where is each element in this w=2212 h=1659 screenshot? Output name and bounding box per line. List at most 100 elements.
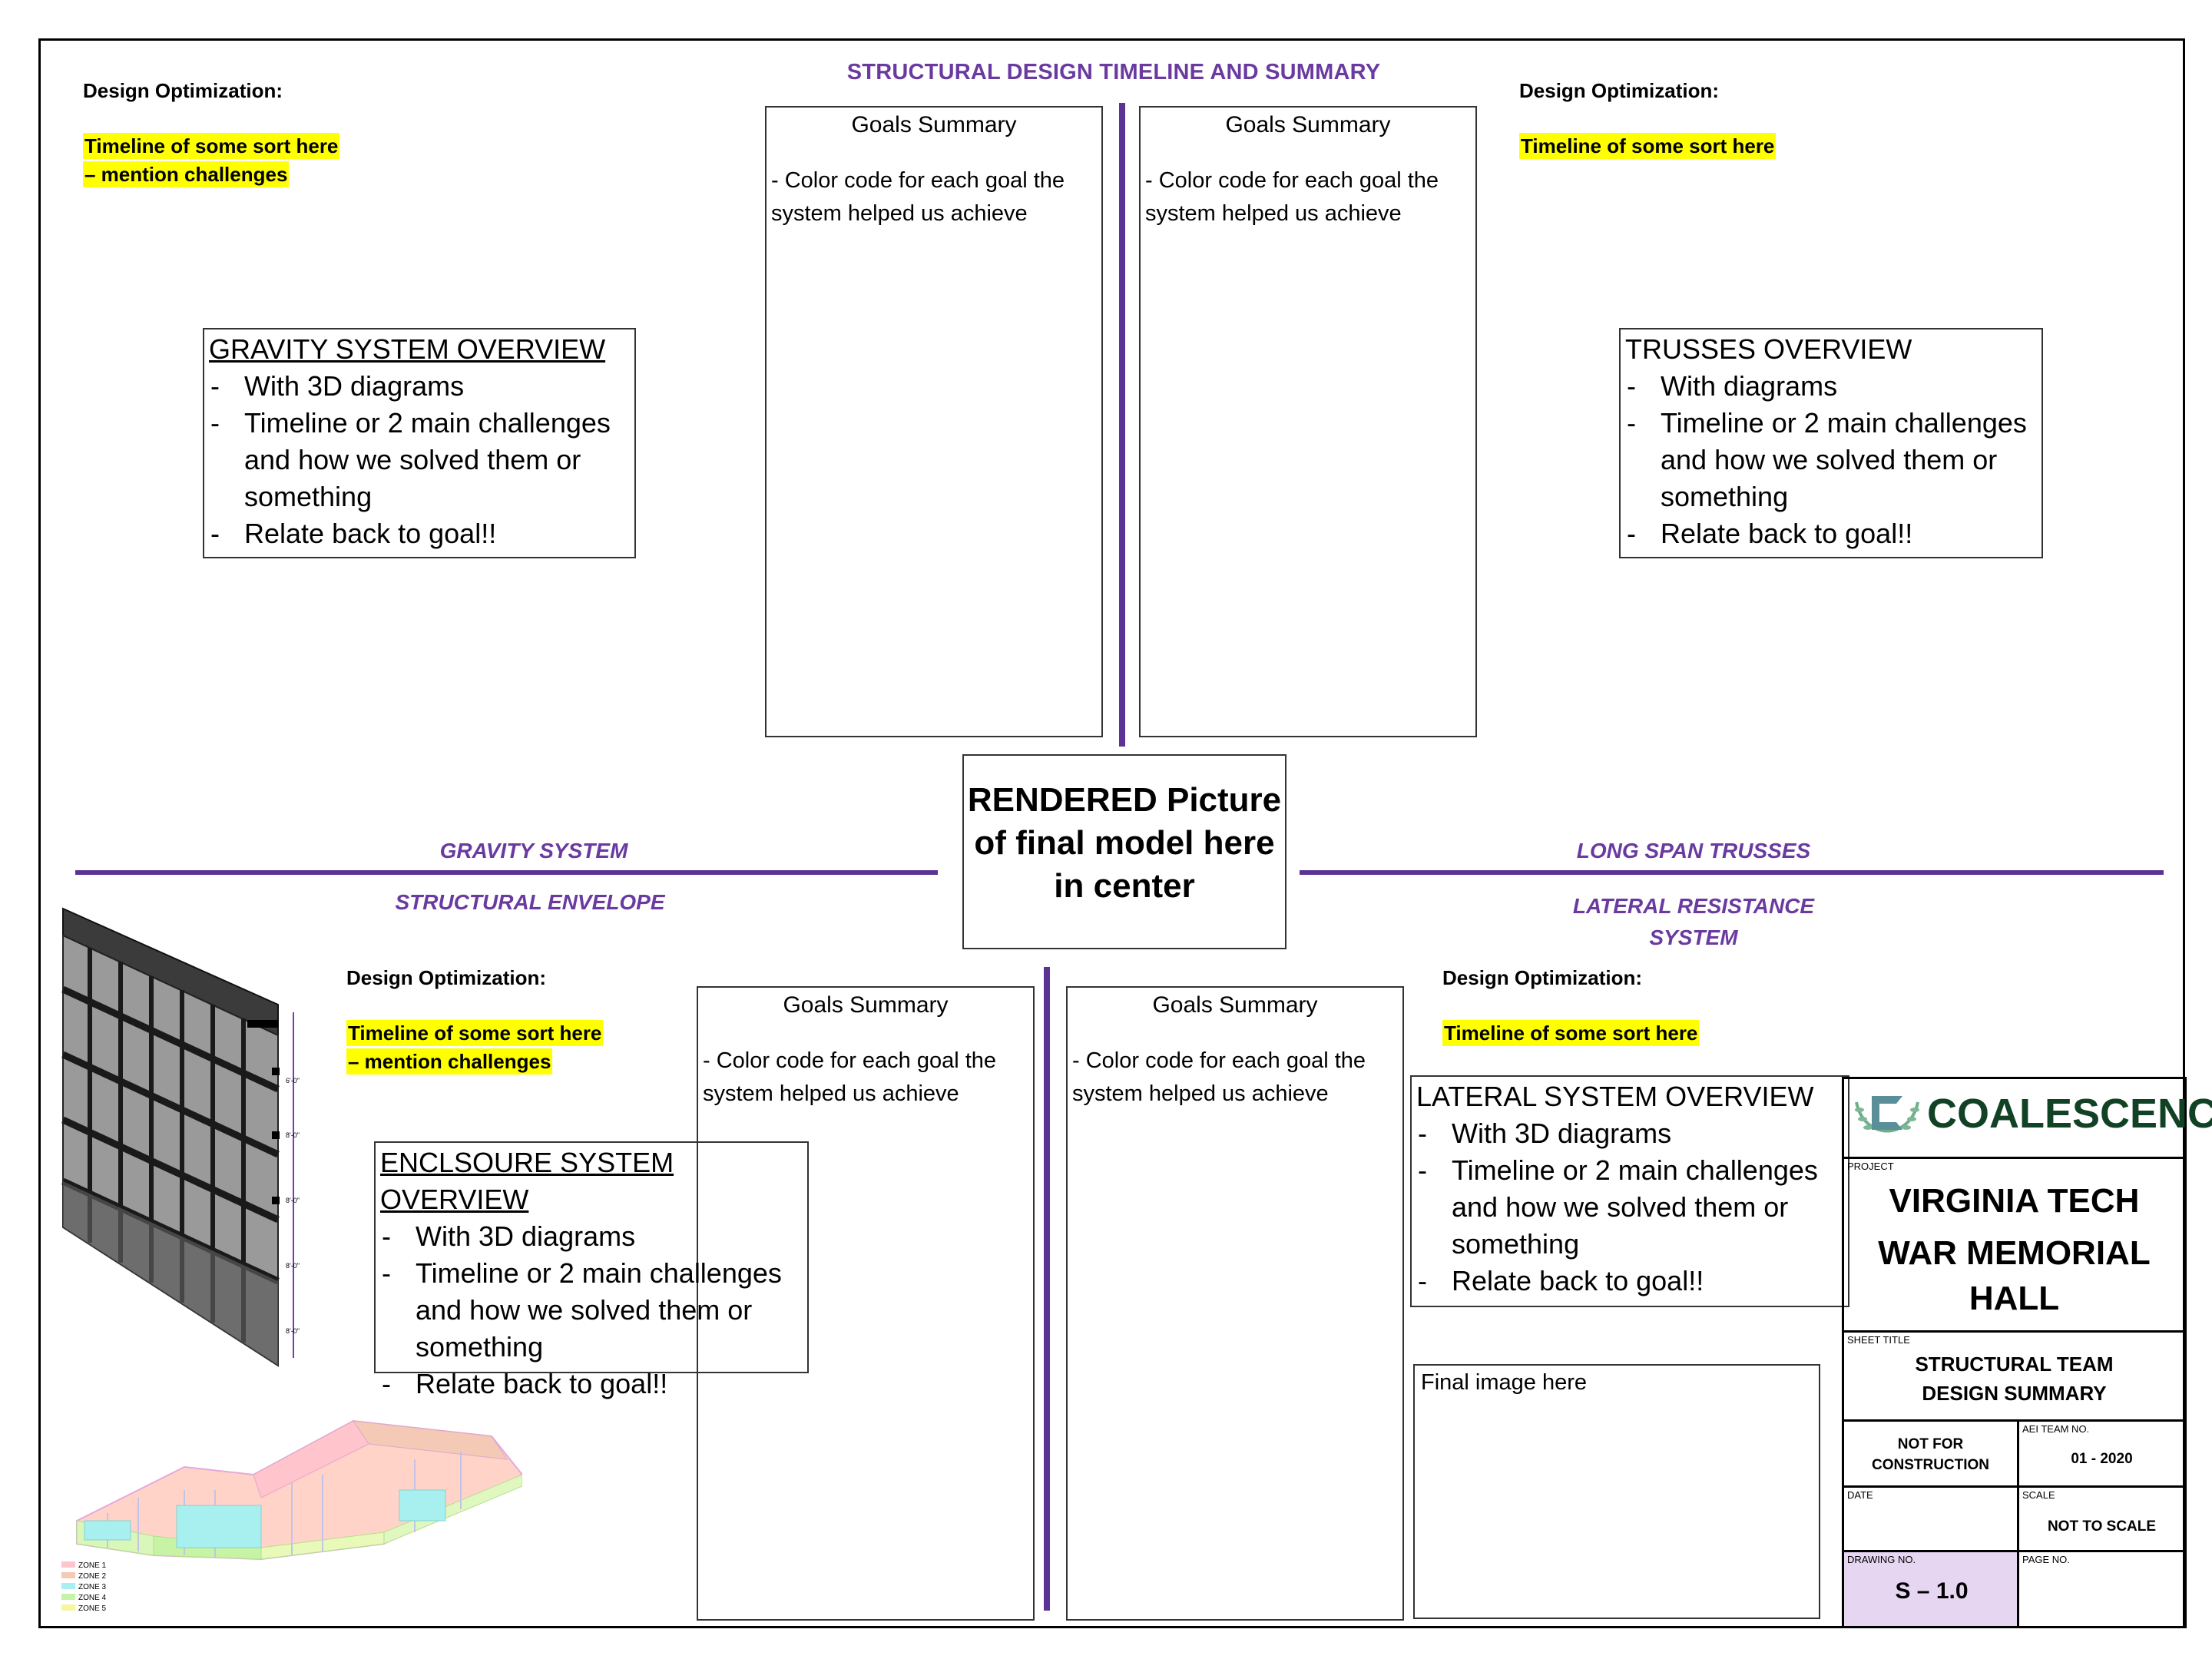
- zone-legend-item: ZONE 3: [61, 1582, 106, 1593]
- zone-legend-label: ZONE 4: [78, 1594, 107, 1602]
- zone-legend-label: ZONE 1: [78, 1561, 107, 1570]
- goals-summary-text: - Color code for each goal the system he…: [1145, 168, 1439, 226]
- highlight-line: – mention challenges: [83, 161, 290, 187]
- overview-item: Relate back to goal!!: [380, 1366, 803, 1402]
- construction-status-cell: NOT FOR CONSTRUCTION: [1844, 1422, 2019, 1488]
- lateral-system-overview: LATERAL SYSTEM OVERVIEW With 3D diagrams…: [1410, 1075, 1849, 1307]
- date-cell: DATE: [1844, 1488, 2019, 1552]
- dimension-label: 8'-0": [286, 1262, 300, 1270]
- overview-title: TRUSSES OVERVIEW: [1625, 333, 1912, 365]
- zone-legend-label: ZONE 3: [78, 1583, 107, 1591]
- goals-summary-title: Goals Summary: [783, 992, 949, 1018]
- sheet-title-label: SHEET TITLE: [1847, 1334, 1910, 1346]
- scale-value: NOT TO SCALE: [2047, 1518, 2157, 1535]
- goals-summary-box: Goals Summary - Color code for each goal…: [1066, 986, 1404, 1621]
- rendered-picture-placeholder: RENDERED Picture of final model here in …: [962, 754, 1286, 949]
- dimension-label: 8'-0": [286, 1197, 300, 1204]
- overview-title: LATERAL SYSTEM OVERVIEW: [1416, 1081, 1814, 1112]
- aei-team-value: 01 - 2020: [2071, 1451, 2133, 1467]
- sheet-title-line: STRUCTURAL TEAM: [1915, 1353, 2114, 1376]
- section-label-line: SYSTEM: [1649, 926, 1738, 949]
- logo-row: COALESCENCE: [1844, 1079, 2212, 1159]
- drawing-number-value: S – 1.0: [1895, 1578, 1969, 1604]
- render-text-line: RENDERED Picture: [967, 781, 1282, 819]
- render-text-line: of final model here: [974, 824, 1275, 862]
- overview-title: ENCLSOURE SYSTEM OVERVIEW: [380, 1147, 674, 1215]
- overview-item: With 3D diagrams: [380, 1218, 803, 1255]
- overview-item: Timeline or 2 main challenges and how we…: [1416, 1152, 1843, 1263]
- overview-item: Timeline or 2 main challenges and how we…: [380, 1255, 803, 1366]
- goals-summary-box: Goals Summary - Color code for each goal…: [1139, 106, 1477, 737]
- zone-legend-item: ZONE 5: [61, 1604, 106, 1614]
- zone-legend: ZONE 1 ZONE 2 ZONE 3 ZONE 4 ZONE 5: [61, 1561, 106, 1614]
- design-optimization-label: Design Optimization:: [1442, 966, 1642, 989]
- goals-summary-title: Goals Summary: [851, 112, 1017, 137]
- scale-cell: SCALE NOT TO SCALE: [2019, 1488, 2184, 1552]
- zone-legend-label: ZONE 2: [78, 1572, 107, 1581]
- status-line: NOT FOR: [1897, 1436, 1964, 1452]
- timeline-highlight: Timeline of some sort here – mention cha…: [346, 1019, 623, 1076]
- final-image-placeholder: Final image here: [1413, 1364, 1820, 1619]
- design-optimization-label: Design Optimization:: [1519, 79, 1719, 102]
- timeline-highlight: Timeline of some sort here – mention cha…: [83, 132, 359, 189]
- section-label-gravity: GRAVITY SYSTEM: [439, 839, 628, 863]
- zone-swatch: [61, 1594, 75, 1600]
- render-text-line: in center: [1054, 867, 1195, 905]
- zone-swatch: [61, 1561, 75, 1568]
- design-optimization-label: Design Optimization:: [83, 79, 283, 102]
- project-name-line: HALL: [1969, 1280, 2060, 1317]
- zone-legend-label: ZONE 5: [78, 1604, 107, 1613]
- building-zone-diagram: ZONE 1 ZONE 2 ZONE 3 ZONE 4 ZONE 5: [61, 1390, 524, 1621]
- dimension-label: 8'-0": [286, 1131, 300, 1139]
- highlight-line: Timeline of some sort here: [346, 1020, 604, 1046]
- highlight-line: Timeline of some sort here: [1442, 1020, 1700, 1046]
- brand-name: COALESCENCE: [1927, 1091, 2212, 1137]
- page-number-label: PAGE NO.: [2022, 1554, 2070, 1565]
- project-label: PROJECT: [1847, 1161, 1894, 1172]
- page-title: STRUCTURAL DESIGN TIMELINE AND SUMMARY: [846, 60, 1381, 84]
- zone-swatch: [61, 1572, 75, 1578]
- overview-item: Relate back to goal!!: [209, 515, 630, 552]
- trusses-overview: TRUSSES OVERVIEW With diagrams Timeline …: [1619, 328, 2043, 558]
- coalescence-logo-icon: [1849, 1087, 1926, 1151]
- project-cell: PROJECT VIRGINIA TECH WAR MEMORIAL HALL: [1844, 1159, 2184, 1333]
- highlight-line: – mention challenges: [346, 1048, 553, 1075]
- goals-summary-text: - Color code for each goal the system he…: [703, 1048, 997, 1106]
- scale-label: SCALE: [2022, 1489, 2055, 1501]
- goals-summary-title: Goals Summary: [1225, 112, 1391, 137]
- goals-summary-box: Goals Summary - Color code for each goal…: [765, 106, 1103, 737]
- page-number-cell: PAGE NO.: [2019, 1552, 2184, 1626]
- section-label-trusses: LONG SPAN TRUSSES: [1576, 839, 1811, 863]
- sheet-border: [38, 38, 2185, 1628]
- zone-swatch: [61, 1583, 75, 1589]
- design-optimization-label: Design Optimization:: [346, 966, 546, 989]
- zone-legend-item: ZONE 1: [61, 1561, 106, 1571]
- overview-item: Timeline or 2 main challenges and how we…: [209, 405, 630, 515]
- highlight-line: Timeline of some sort here: [1519, 133, 1777, 159]
- zone-legend-item: ZONE 4: [61, 1593, 106, 1604]
- zone-swatch: [61, 1604, 75, 1611]
- facade-section-drawing: 6'-0" 8'-0" 8'-0" 8'-0" 8'-0": [48, 905, 324, 1375]
- sheet-title-cell: SHEET TITLE STRUCTURAL TEAM DESIGN SUMMA…: [1844, 1333, 2184, 1422]
- dimension-label: 8'-0": [286, 1327, 300, 1335]
- drawing-number-cell: DRAWING NO. S – 1.0: [1844, 1552, 2019, 1626]
- goals-summary-title: Goals Summary: [1152, 992, 1318, 1018]
- overview-item: Timeline or 2 main challenges and how we…: [1625, 405, 2037, 515]
- timeline-highlight: Timeline of some sort here: [1519, 132, 1796, 161]
- section-label-lateral: LATERAL RESISTANCE SYSTEM: [1502, 890, 1886, 953]
- overview-item: With 3D diagrams: [1416, 1115, 1843, 1152]
- title-block: COALESCENCE PROJECT VIRGINIA TECH WAR ME…: [1842, 1077, 2212, 1628]
- highlight-line: Timeline of some sort here: [83, 133, 340, 159]
- horizontal-divider-right: [1300, 870, 2164, 875]
- date-label: DATE: [1847, 1489, 1873, 1501]
- status-line: CONSTRUCTION: [1871, 1457, 1990, 1473]
- gravity-system-overview: GRAVITY SYSTEM OVERVIEW With 3D diagrams…: [203, 328, 636, 558]
- section-label-envelope: STRUCTURAL ENVELOPE: [395, 890, 665, 914]
- overview-item: Relate back to goal!!: [1416, 1263, 1843, 1300]
- section-label-line: LATERAL RESISTANCE: [1572, 894, 1815, 918]
- aei-team-label: AEI TEAM NO.: [2022, 1423, 2090, 1435]
- goals-summary-text: - Color code for each goal the system he…: [771, 168, 1065, 226]
- enclosure-system-overview: ENCLSOURE SYSTEM OVERVIEW With 3D diagra…: [374, 1141, 809, 1402]
- dimension-label: 6'-0": [286, 1077, 300, 1084]
- overview-title: GRAVITY SYSTEM OVERVIEW: [209, 333, 606, 365]
